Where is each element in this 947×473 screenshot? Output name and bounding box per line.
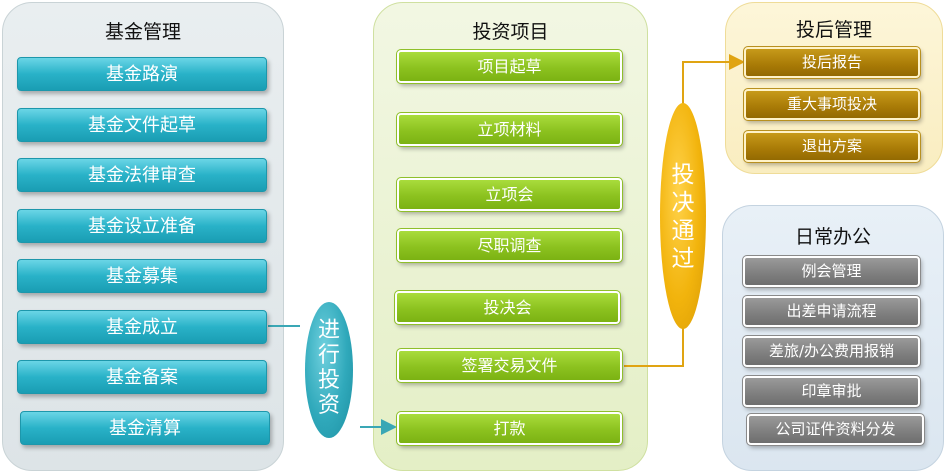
- invest-item-payment[interactable]: 打款: [396, 411, 623, 446]
- invest-item-sign-docs[interactable]: 签署交易文件: [396, 348, 623, 383]
- fund-item-liquidation[interactable]: 基金清算: [20, 411, 270, 445]
- invest-item-decision-meeting[interactable]: 投决会: [394, 290, 621, 325]
- invest-item-project-materials[interactable]: 立项材料: [396, 112, 623, 147]
- invest-connector-char-1: 进: [317, 318, 340, 343]
- invest-connector-ellipse: 进 行 投 资: [305, 302, 353, 438]
- invest-connector-char-4: 资: [317, 393, 340, 418]
- post-item-exit-plan[interactable]: 退出方案: [743, 130, 921, 163]
- invest-item-project-meeting[interactable]: 立项会: [396, 177, 623, 212]
- post-item-major-decision[interactable]: 重大事项投决: [743, 88, 921, 121]
- invest-connector-line: [268, 325, 395, 427]
- approve-connector-char-2: 决: [671, 190, 695, 216]
- invest-item-due-diligence[interactable]: 尽职调查: [396, 228, 623, 263]
- fund-item-doc-draft[interactable]: 基金文件起草: [17, 108, 267, 142]
- invest-connector-char-3: 投: [317, 368, 340, 393]
- invest-item-project-draft[interactable]: 项目起草: [396, 49, 623, 84]
- daily-item-cert-distribution[interactable]: 公司证件资料分发: [746, 413, 925, 446]
- daily-item-travel-request[interactable]: 出差申请流程: [742, 295, 921, 328]
- approve-connector-char-1: 投: [671, 162, 695, 188]
- approve-connector-char-4: 过: [671, 246, 695, 272]
- fund-item-setup-prep[interactable]: 基金设立准备: [17, 209, 267, 243]
- fund-item-fundraising[interactable]: 基金募集: [17, 259, 267, 293]
- approve-connector-char-3: 通: [671, 218, 695, 244]
- post-panel-title: 投后管理: [795, 19, 872, 41]
- fund-panel-title: 基金管理: [104, 21, 181, 43]
- fund-item-filing[interactable]: 基金备案: [17, 360, 267, 394]
- fund-item-roadshow[interactable]: 基金路演: [17, 57, 267, 91]
- daily-item-expense[interactable]: 差旅/办公费用报销: [742, 335, 921, 368]
- invest-panel-title: 投资项目: [472, 21, 549, 43]
- fund-item-legal-review[interactable]: 基金法律审查: [17, 158, 267, 192]
- daily-item-seal-approval[interactable]: 印章审批: [742, 375, 921, 408]
- invest-connector-char-2: 行: [317, 343, 340, 368]
- approve-connector-ellipse: 投 决 通 过: [660, 103, 706, 329]
- post-item-report[interactable]: 投后报告: [743, 46, 921, 79]
- fund-item-established[interactable]: 基金成立: [17, 310, 267, 344]
- daily-item-meeting[interactable]: 例会管理: [742, 255, 921, 288]
- daily-panel-title: 日常办公: [794, 226, 871, 248]
